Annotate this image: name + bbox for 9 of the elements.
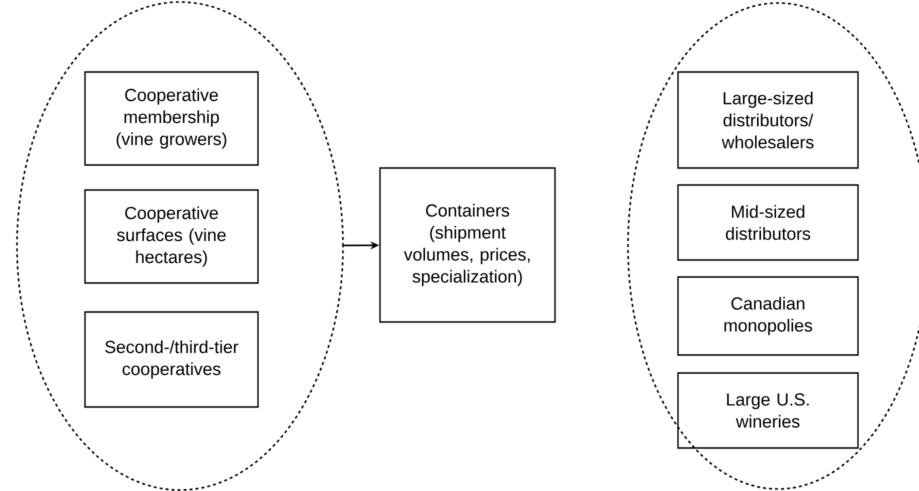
- text-box: Cooperative membership (vine growers): [84, 71, 259, 166]
- text-box: Large U.S. wineries: [677, 372, 859, 449]
- text-box: Second-/third-tier cooperatives: [84, 311, 259, 408]
- text-box: Canadian monopolies: [677, 276, 859, 356]
- text-box: Mid-sized distributors: [677, 184, 859, 261]
- text-box: Large-sized distributors/ wholesalers: [677, 71, 859, 169]
- text-box: Containers (shipment volumes, prices, specialization): [379, 167, 556, 323]
- text-box: Cooperative surfaces (vine hectares): [84, 189, 259, 284]
- dashed-ellipse: [16, 1, 344, 491]
